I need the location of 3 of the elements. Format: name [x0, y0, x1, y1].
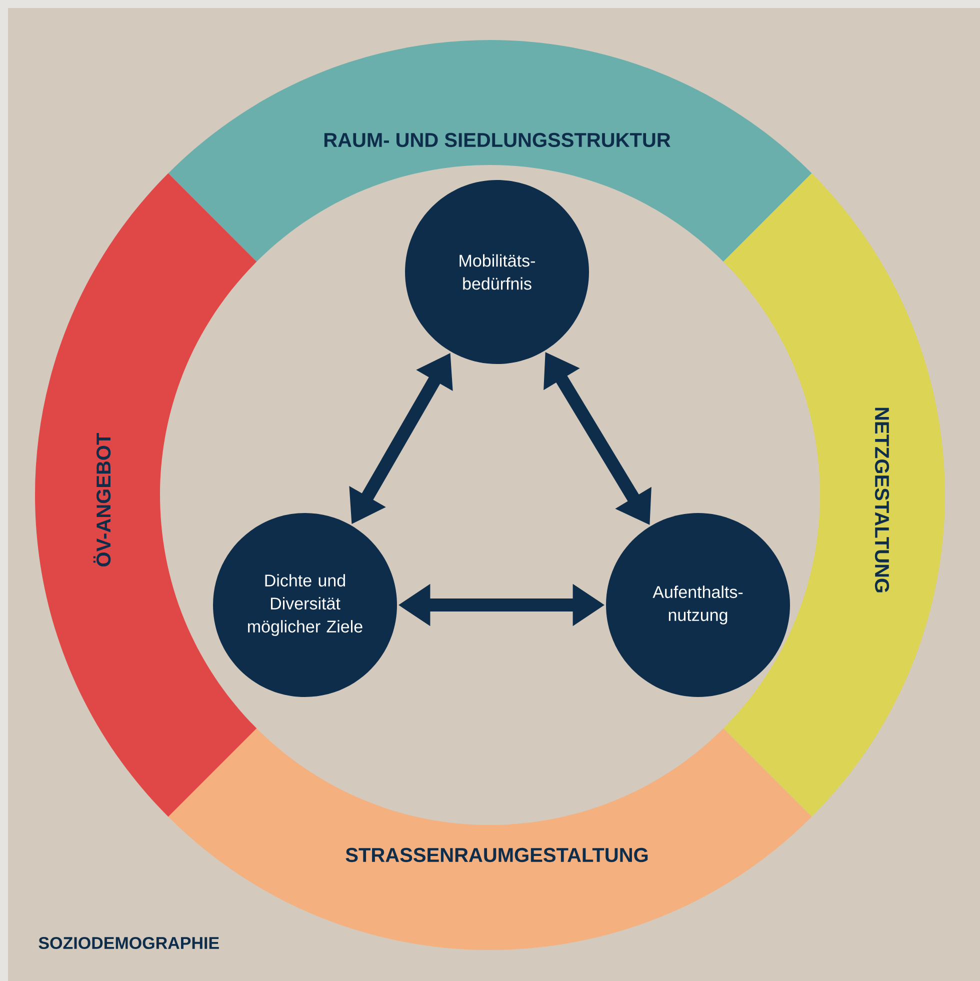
- circle-node: Aufenthalts- nutzung: [606, 513, 790, 697]
- circle-node: Mobilitäts- bedürfnis: [405, 180, 589, 364]
- circle-node: Dichte und Diversität möglicher Ziele: [213, 513, 397, 697]
